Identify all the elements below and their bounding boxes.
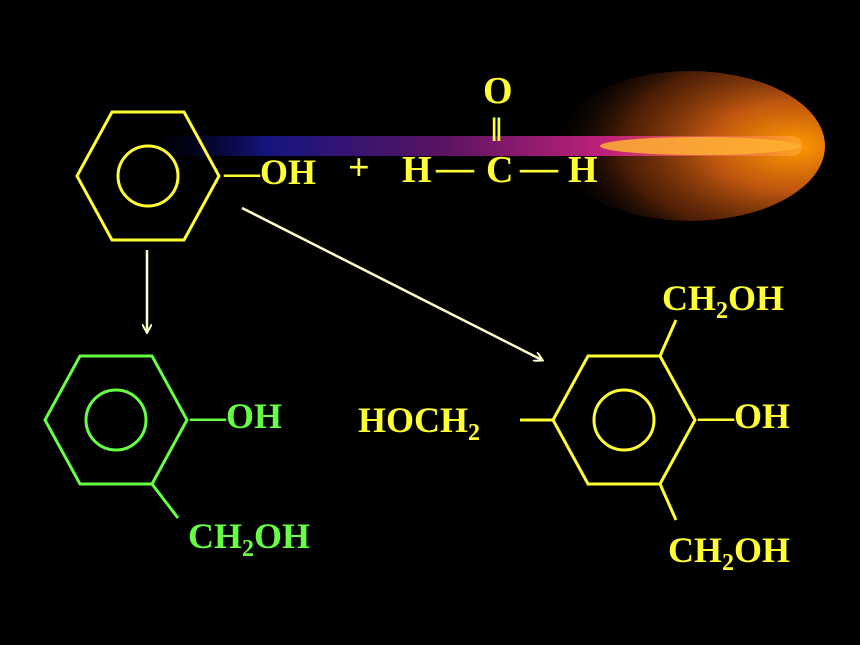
ortho-product-ch2oh-bond	[150, 483, 180, 519]
ortho-product-ring	[43, 354, 189, 486]
phenol-aromatic-circle	[116, 144, 180, 208]
phenol-molecule: —OH	[75, 110, 316, 242]
tri-product-top-bond	[658, 319, 678, 357]
formaldehyde-bond-right: —	[519, 147, 559, 189]
tris-hydroxymethylphenol: —OH CH2OH CH2OH HOCH2	[358, 278, 790, 576]
tri-product-bottom-bond	[658, 483, 678, 521]
formaldehyde-oxygen: O	[483, 70, 513, 112]
ortho-product-oh-label: —OH	[189, 396, 282, 436]
plus-sign: +	[348, 147, 370, 189]
phenol-ring	[75, 110, 221, 242]
tri-product-oh-label: —OH	[697, 396, 790, 436]
tri-product-ch2oh-top-label: CH2OH	[662, 278, 784, 324]
tri-product-hoch2-label: HOCH2	[358, 400, 480, 446]
tri-product-ring	[551, 354, 697, 486]
arrow-to-trisubstituted-product	[241, 206, 542, 360]
ortho-hydroxymethylphenol: —OH CH2OH	[43, 354, 310, 562]
decorative-glow	[150, 71, 825, 221]
formaldehyde-molecule: O ‖ H — C — H	[402, 70, 598, 191]
formaldehyde-h-left: H	[402, 149, 432, 191]
tri-product-aromatic-circle	[592, 388, 656, 452]
formaldehyde-carbon: C	[486, 149, 513, 191]
tri-product-ch2oh-bottom-label: CH2OH	[668, 530, 790, 576]
ortho-product-ch2oh-label: CH2OH	[188, 516, 310, 562]
phenol-oh-label: —OH	[223, 152, 316, 192]
formaldehyde-bond-left: —	[435, 147, 475, 189]
ortho-product-aromatic-circle	[84, 388, 148, 452]
formaldehyde-double-bond: ‖	[491, 112, 502, 149]
formaldehyde-h-right: H	[568, 149, 598, 191]
